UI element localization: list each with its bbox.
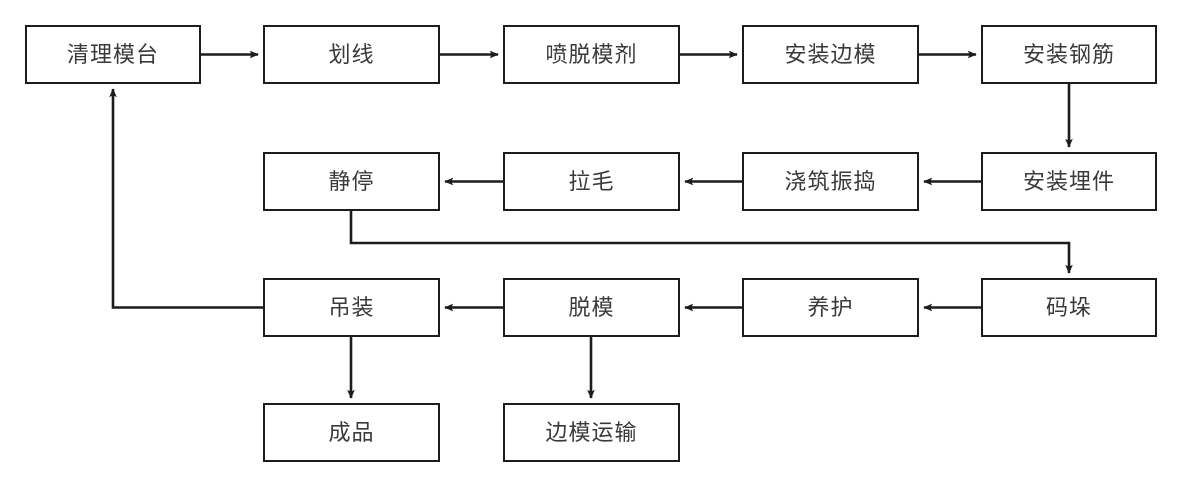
node-label: 吊装 [328,294,375,320]
node-side-mold-transport[interactable]: 边模运输 [503,403,680,462]
node-resting[interactable]: 静停 [263,152,440,211]
node-demolding[interactable]: 脱模 [503,278,680,337]
node-label: 浇筑振捣 [784,168,877,194]
node-label: 喷脱模剂 [545,41,638,67]
node-label: 静停 [328,168,375,194]
node-label: 清理模台 [66,41,159,67]
edge-hoisting-to-clean-feedback [109,88,263,309]
node-hoisting[interactable]: 吊装 [263,278,440,337]
node-clean-mold-table[interactable]: 清理模台 [25,25,201,84]
node-install-rebar[interactable]: 安装钢筋 [981,25,1157,84]
node-label: 拉毛 [568,168,615,194]
node-install-embedded-parts[interactable]: 安装埋件 [981,152,1157,211]
node-spray-release-agent[interactable]: 喷脱模剂 [503,25,680,84]
node-label: 边模运输 [545,419,638,445]
node-label: 安装边模 [784,41,877,67]
node-curing[interactable]: 养护 [742,278,919,337]
node-install-side-mold[interactable]: 安装边模 [742,25,919,84]
node-label: 安装钢筋 [1022,41,1115,67]
node-stacking[interactable]: 码垛 [981,278,1157,337]
node-pouring-vibrating[interactable]: 浇筑振捣 [742,152,919,211]
node-label: 成品 [328,419,375,445]
node-label: 脱模 [568,294,615,320]
node-label: 养护 [807,294,854,320]
node-finished-product[interactable]: 成品 [263,403,440,462]
node-label: 安装埋件 [1022,168,1115,194]
node-marking-line[interactable]: 划线 [263,25,440,84]
node-roughening[interactable]: 拉毛 [503,152,680,211]
node-label: 划线 [328,41,375,67]
node-label: 码垛 [1045,294,1092,320]
edge-resting-to-stacking [349,211,1073,274]
